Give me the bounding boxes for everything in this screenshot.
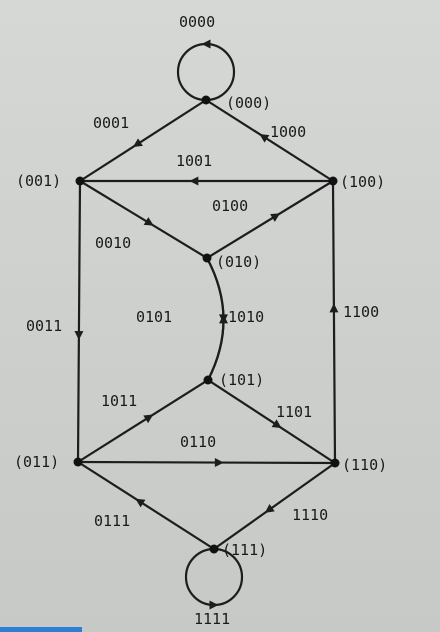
edge-label: 0000 [179,13,215,31]
edge-0011: 0011 [26,180,84,463]
edge-1000: 1000 [205,99,334,182]
edge-arrow [219,314,229,324]
node-111: (111) [209,541,267,559]
edge-0001: 0001 [79,99,207,182]
node-dot [75,176,85,186]
edge-0110: 0110 [77,433,336,468]
node-101: (101) [203,371,264,389]
edge-line [213,462,336,550]
edge-arrow [201,39,211,49]
node-label: (101) [219,371,264,389]
edge-arrow [143,217,154,226]
edge-0111: 0111 [77,461,215,550]
node-label: (000) [226,94,271,112]
node-dot [201,95,211,105]
node-dot [330,458,340,468]
edge-arrow [209,600,219,610]
edge-label: 0010 [95,234,131,252]
node-label: (110) [342,456,387,474]
edge-line [77,460,336,465]
edge-line [77,461,215,550]
edge-arrow [143,414,154,424]
node-label: (010) [216,253,261,271]
edge-1111: 1111 [184,547,244,628]
edge-1001: 1001 [80,152,333,186]
edge-arrow [329,303,339,313]
node-dot [202,253,212,263]
edge-arrow [264,504,275,513]
edge-line [207,379,336,464]
node-110: (110) [330,456,387,474]
edge-arrow [132,138,143,147]
node-dot [203,375,213,385]
edge-0000: 0000 [176,13,236,102]
edge-arrow [259,134,270,143]
node-000: (000) [201,94,271,112]
edge-line [206,180,334,259]
edge-1101: 1101 [207,379,336,464]
edge-arrow [214,458,224,468]
edge-line [205,99,334,182]
edge-1110: 1110 [213,462,336,550]
edge-label: 0011 [26,317,62,335]
edge-label: 1000 [270,123,306,141]
edge-label: 0001 [93,114,129,132]
edge-label: 1110 [292,506,328,524]
node-dot [209,544,219,554]
edge-label: 1001 [176,152,212,170]
edge-arrow [189,176,199,186]
node-100: (100) [328,173,385,191]
node-010: (010) [202,253,261,271]
edge-label: 0101 [136,308,172,326]
node-label: (011) [14,453,59,471]
edge-line [176,42,236,102]
edge-line [206,257,225,381]
edge-line [76,180,82,463]
footer-bar [0,627,82,632]
edge-line [77,379,209,463]
edge-line [79,180,208,259]
edge-label: 0111 [94,512,130,530]
edge-label: 1010 [228,308,264,326]
edge-1100: 1100 [329,180,379,464]
edge-0010: 0010 [79,180,208,259]
edge-label: 1101 [276,403,312,421]
edge-arrow [74,331,84,341]
edge-label: 0100 [212,197,248,215]
node-label: (100) [340,173,385,191]
edge-label: 0110 [180,433,216,451]
edge-label: 1011 [101,392,137,410]
edge-line [331,180,337,464]
node-label: (001) [16,172,61,190]
edge-0100: 0100 [206,180,334,259]
edge-label: 1100 [343,303,379,321]
edge-line [79,99,207,182]
node-dot [73,457,83,467]
edge-arrow [135,498,146,508]
edge-arrow [271,419,282,429]
node-label: (111) [222,541,267,559]
node-dot [328,176,338,186]
edge-arrow [270,213,281,222]
node-011: (011) [14,453,83,471]
edge-1010: 1010 [206,257,264,381]
node-001: (001) [16,172,85,190]
edge-1011: 1011 [77,379,209,463]
edge-label: 1111 [194,610,230,628]
